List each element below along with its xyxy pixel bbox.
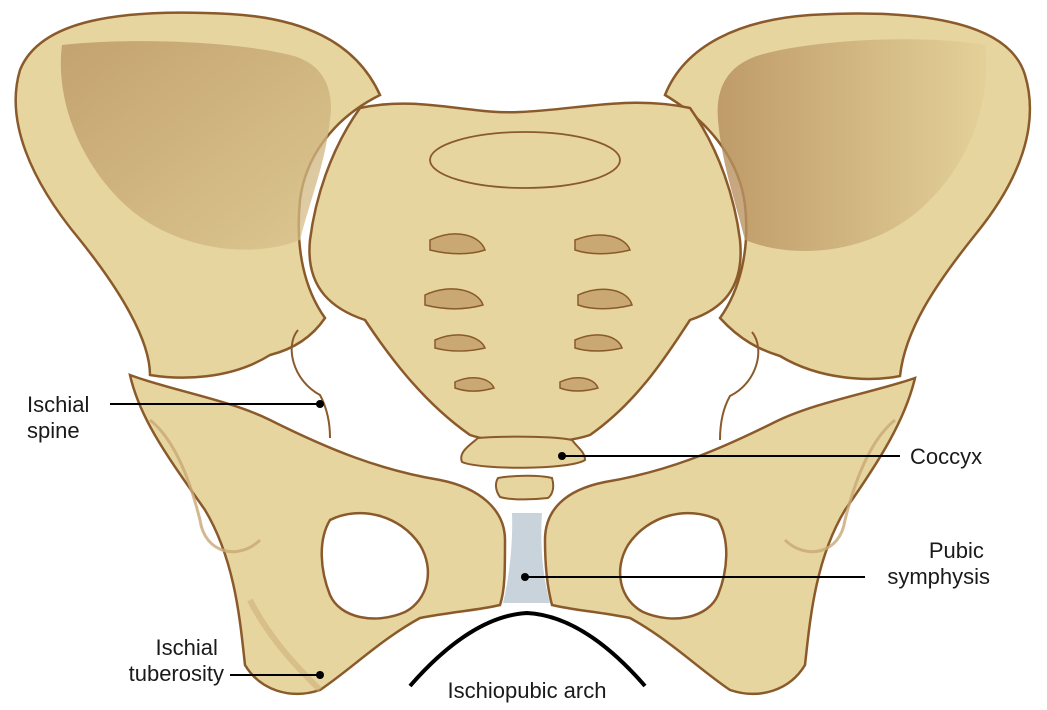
ischial-spine-label-line2: spine xyxy=(27,418,80,443)
coccyx-bone xyxy=(461,437,585,500)
ischial-tuberosity-dot xyxy=(316,671,324,679)
ischial-spine-label-line1: Ischial xyxy=(27,392,89,417)
pubic-symphysis-label-line2: symphysis xyxy=(887,564,990,589)
sacrum-body xyxy=(309,103,740,443)
ischial-spine-label: Ischial spine xyxy=(27,392,95,443)
ischiopubic-arch-label: Ischiopubic arch xyxy=(448,678,607,703)
ischial-spine-dot xyxy=(316,400,324,408)
coccyx-label: Coccyx xyxy=(910,444,982,469)
ischiopubic-arch-line xyxy=(410,613,645,686)
right-ischial-spine-notch xyxy=(720,332,758,440)
ischial-tuberosity-label-line2: tuberosity xyxy=(129,661,224,686)
pubic-symphysis-dot xyxy=(521,573,529,581)
ischial-tuberosity-label: Ischial tuberosity xyxy=(129,635,224,686)
coccyx-segment-2 xyxy=(496,476,553,500)
ischial-tuberosity-label-line1: Ischial xyxy=(156,635,218,660)
coccyx-dot xyxy=(558,452,566,460)
pubic-symphysis-label-line1: Pubic xyxy=(929,538,984,563)
sacrum xyxy=(309,103,740,443)
pubic-symphysis-cartilage xyxy=(503,513,550,603)
left-ischial-spine-notch xyxy=(292,330,330,438)
pubic-symphysis-label: Pubic symphysis xyxy=(887,538,990,589)
coccyx-segment-1 xyxy=(461,437,585,468)
